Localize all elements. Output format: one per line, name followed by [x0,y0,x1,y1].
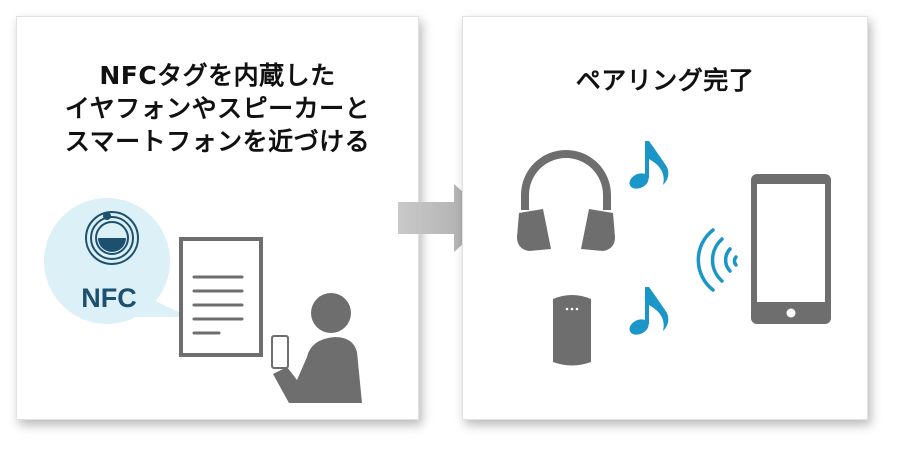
document-icon [179,237,263,357]
step1-title: NFCタグを内蔵した イヤフォンやスピーカーと スマートフォンを近づける [17,59,418,158]
step1-illustration: NFC [44,198,362,403]
smartphone-icon [751,174,831,324]
smart-speaker-icon [553,295,591,366]
nfc-label: NFC [81,283,137,313]
nfc-speech-bubble [44,198,189,324]
wireless-signal-icon [696,228,738,292]
person-with-phone-icon [271,293,362,403]
step1-title-line: スマートフォンを近づける [64,127,371,156]
step1-title-line: NFCタグを内蔵した [99,61,336,90]
step1-panel: NFCタグを内蔵した イヤフォンやスピーカーと スマートフォンを近づける NFC [16,16,419,420]
step1-title-line: イヤフォンやスピーカーと [64,94,371,123]
nfc-logo-icon [85,211,139,265]
step2-panel: ペアリング完了 [462,16,868,420]
headphones-icon [517,150,615,251]
step2-illustration [517,141,831,366]
step2-title: ペアリング完了 [575,66,755,95]
music-note-icon [629,287,669,335]
music-note-icon [629,141,669,189]
